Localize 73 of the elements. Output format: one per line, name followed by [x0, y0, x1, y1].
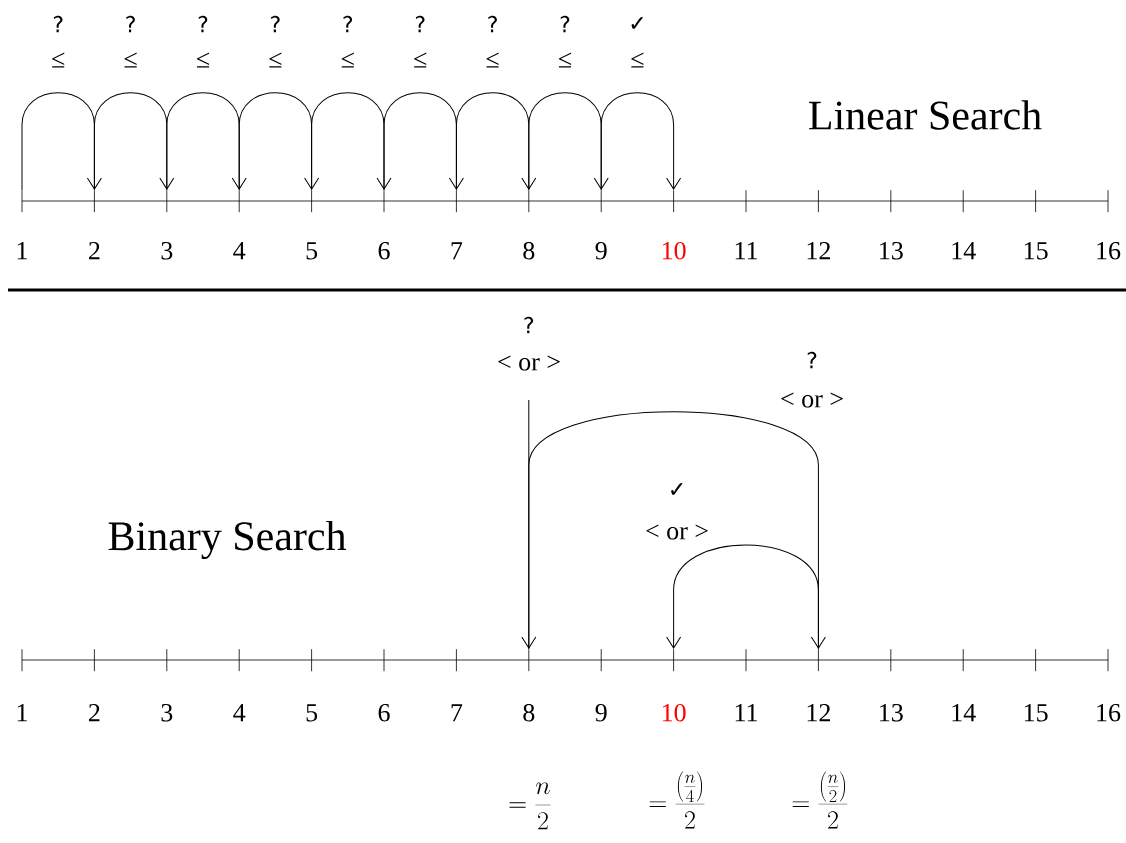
tick-label: 2: [89, 189, 100, 260]
tick-label: 2: [89, 648, 100, 722]
tick-label: 7: [451, 189, 463, 260]
arrow: [166, 92, 247, 191]
tick-label: 14: [952, 189, 976, 260]
edge-label: ?: [805, 350, 819, 370]
edge-label: ?: [413, 14, 428, 34]
tick-label: 12: [807, 189, 830, 260]
tick-label: 10: [662, 648, 686, 722]
comparison-label: < or >: [646, 524, 708, 540]
comparison-label: ≤: [631, 52, 644, 68]
edge-label: ?: [340, 14, 355, 34]
formula: $= \frac{\left(\frac{n}{2}\right)}{2}$: [792, 771, 848, 829]
tick-label: 9: [595, 648, 607, 722]
tick-label: 4: [233, 648, 246, 722]
arrow: [93, 92, 175, 191]
arrow: [528, 411, 826, 650]
comparison-label: ≤: [52, 52, 65, 68]
tick-label: 8: [523, 648, 535, 722]
tick-label: 15: [1024, 189, 1048, 260]
arrow: [528, 92, 609, 191]
tick-label: 5: [306, 648, 318, 722]
tick-label: 1: [17, 648, 27, 722]
tick-label: 10: [662, 189, 686, 260]
tick-label: 16: [1097, 189, 1121, 260]
arrow: [21, 92, 102, 191]
tick-label: 6: [378, 189, 390, 260]
edge-label: ?: [268, 14, 283, 34]
arrow: [311, 92, 392, 191]
tick-label: 3: [161, 648, 173, 722]
edge-label: ?: [196, 14, 210, 34]
tick-label: 13: [880, 189, 903, 260]
edge-label: ?: [485, 14, 500, 34]
tick-label: 8: [523, 189, 535, 260]
arrow: [383, 92, 464, 191]
edge-label: ?: [558, 14, 572, 34]
tick-label: 12: [807, 648, 830, 722]
tick-label: 16: [1097, 648, 1121, 722]
comparison-label: ≤: [558, 52, 572, 68]
tick-label: 1: [17, 189, 27, 260]
comparison-label: ≤: [486, 52, 499, 68]
edge-label: ?: [51, 14, 66, 34]
tick-label: 3: [161, 189, 173, 260]
edge-label: ?: [521, 315, 536, 335]
tick-label: 11: [735, 189, 757, 260]
edge-label: ?: [123, 14, 138, 34]
tick-label: 14: [952, 648, 976, 722]
tick-label: 11: [735, 648, 757, 722]
section-title: Linear Search: [809, 100, 1042, 130]
arrow: [666, 544, 819, 650]
comparison-label: ≤: [124, 52, 137, 68]
arrow: [455, 92, 537, 191]
formula: $= \frac{\left(\frac{n}{4}\right)}{2}$: [649, 771, 705, 829]
arrow: [238, 92, 320, 191]
comparison-label: < or >: [781, 392, 843, 408]
tick-label: 6: [378, 648, 390, 722]
arrow: [521, 399, 537, 649]
edge-label: ✓: [666, 482, 688, 498]
tick-label: 5: [306, 189, 318, 260]
comparison-label: < or >: [498, 355, 560, 371]
formula: $= \frac{n}{2}$: [509, 782, 551, 830]
comparison-label: ≤: [269, 52, 282, 68]
edge-label: ✓: [627, 16, 648, 32]
tick-label: 4: [233, 189, 246, 260]
comparison-label: ≤: [341, 52, 354, 68]
comparison-label: ≤: [196, 52, 210, 68]
arrow: [600, 92, 682, 191]
tick-label: 9: [595, 189, 607, 260]
tick-label: 7: [451, 648, 463, 722]
section-title: Binary Search: [108, 520, 346, 560]
comparison-label: ≤: [414, 52, 427, 68]
tick-label: 15: [1024, 648, 1048, 722]
tick-label: 13: [880, 648, 903, 722]
